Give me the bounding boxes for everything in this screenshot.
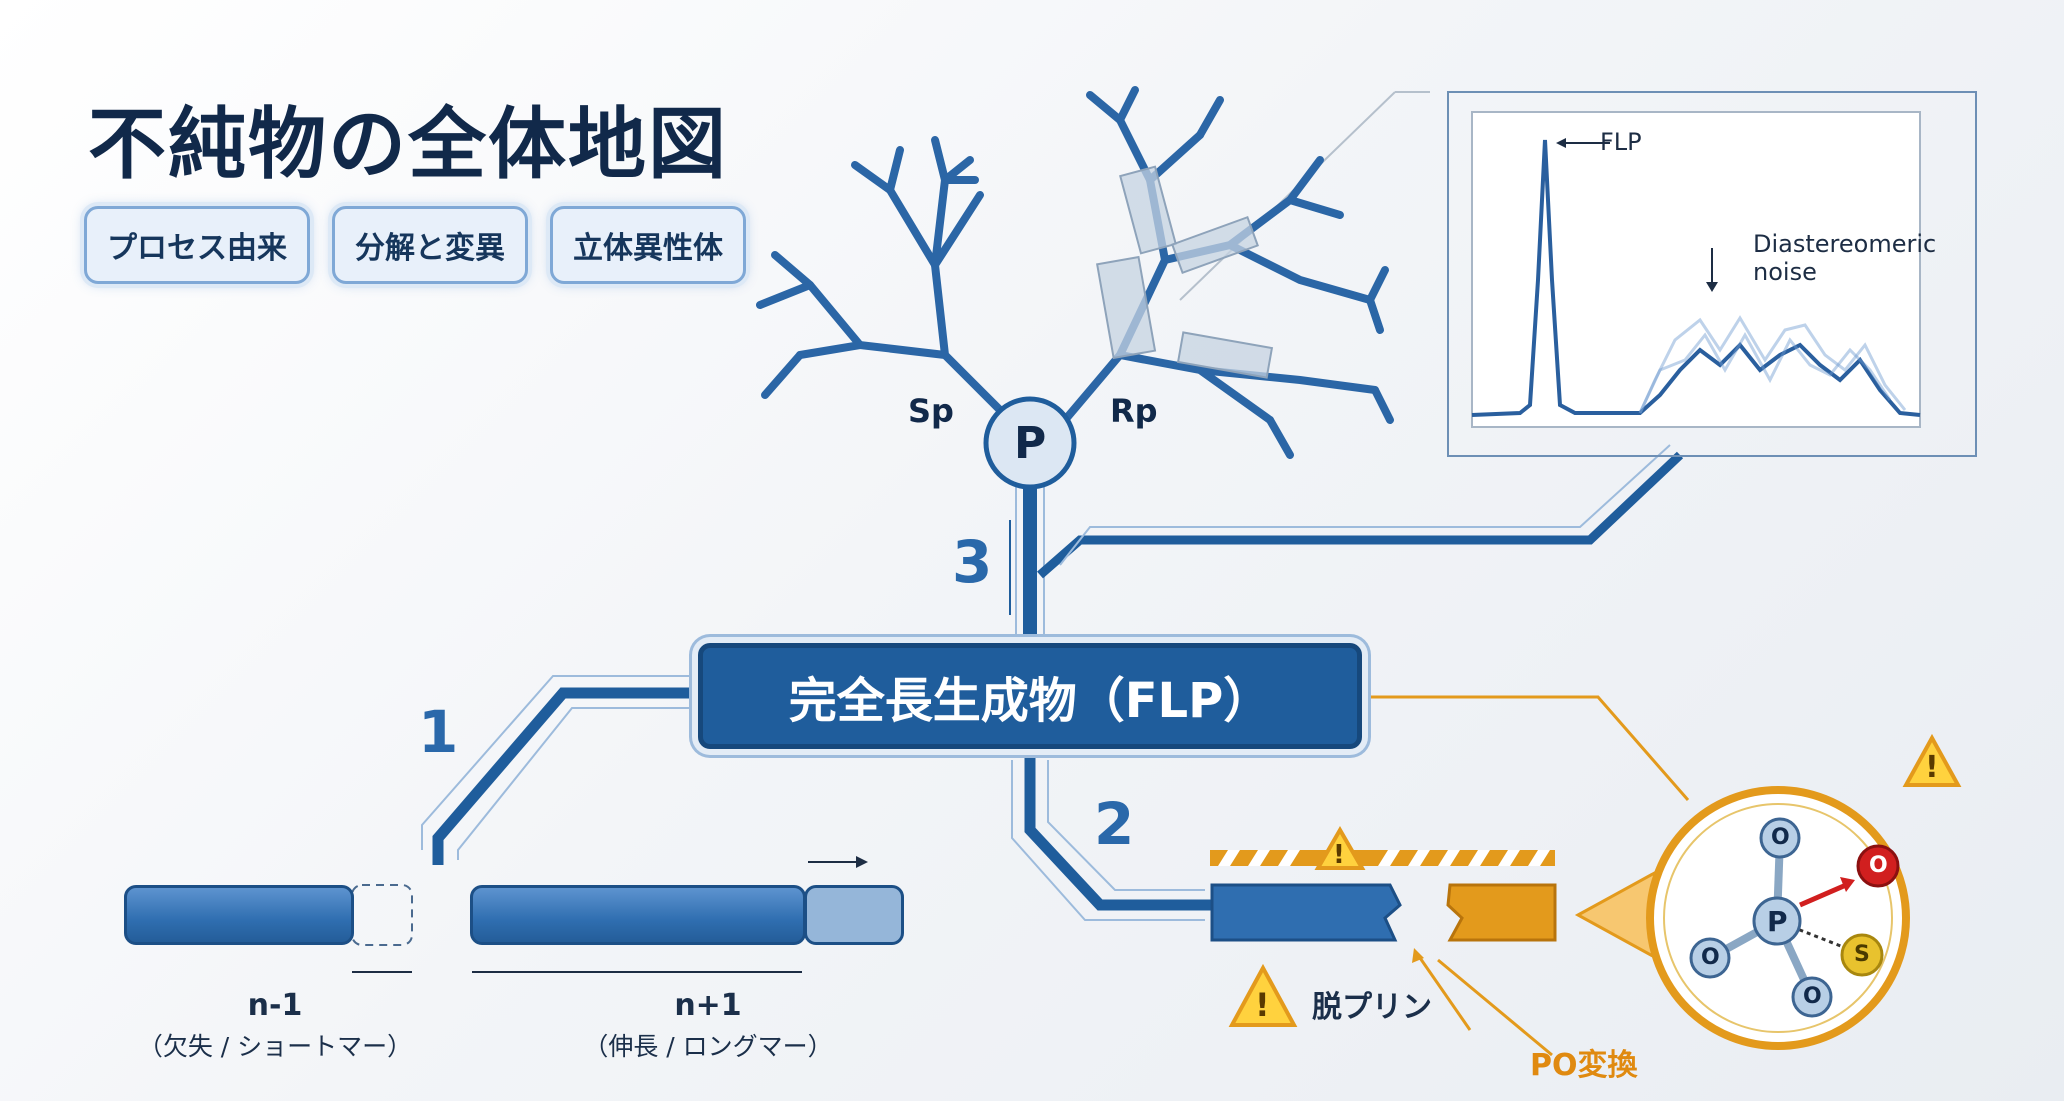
shortmer-bar	[124, 885, 354, 945]
stereo-label-sp: Sp	[908, 392, 954, 430]
chromatogram-noise-label-line2: noise	[1753, 258, 1817, 286]
chromatogram-frame	[1447, 91, 1977, 457]
phosphorus-node-circle	[983, 396, 1077, 490]
tag-group: プロセス由来 分解と変異 立体異性体	[84, 206, 746, 284]
chromatogram-noise	[1638, 315, 1907, 414]
po-conversion-label: PO変換	[1530, 1048, 1638, 1083]
stereo-label-rp: Rp	[1110, 392, 1158, 430]
sp-tree	[756, 136, 1014, 424]
broken-bar-blue	[1210, 883, 1402, 942]
rp-tree	[1061, 86, 1394, 459]
page-title: 不純物の全体地図	[88, 100, 729, 190]
warning-triangle-depurination	[1228, 963, 1298, 1027]
molecule-atom-circles	[1689, 817, 1900, 1018]
molecule-atom-o-bottom: O	[1803, 984, 1822, 1009]
longmer-bar	[470, 885, 806, 945]
warning-mark-molecule: !	[1925, 750, 1939, 785]
longmer-label-main: n+1	[674, 988, 742, 1023]
molecule-atom-p: P	[1767, 905, 1788, 938]
branch-number-3: 3	[952, 528, 993, 596]
molecule-atom-o-left: O	[1701, 945, 1720, 970]
flp-box: 完全長生成物（FLP）	[698, 643, 1362, 749]
tag-degradation[interactable]: 分解と変異	[332, 206, 528, 284]
tag-process[interactable]: プロセス由来	[84, 206, 310, 284]
branch-number-2: 2	[1094, 790, 1135, 858]
hazard-stripes	[1210, 850, 1555, 866]
shortmer-label: n-1 （欠失 / ショートマー）	[120, 988, 430, 1063]
molecule-atom-o-top: O	[1771, 825, 1790, 850]
shortmer-label-main: n-1	[247, 988, 303, 1023]
warning-mark-bar: !	[1333, 840, 1345, 870]
warning-mark-depurination: !	[1255, 986, 1270, 1024]
molecule-atom-s: S	[1854, 942, 1870, 967]
depurination-label: 脱プリン	[1312, 990, 1432, 1025]
shortmer-bar-missing-slot	[351, 884, 413, 946]
broken-bar-orange	[1446, 883, 1557, 942]
longmer-bar-extension	[804, 885, 904, 945]
rp-tree-highlight	[1095, 165, 1274, 379]
shortmer-label-sub: （欠失 / ショートマー）	[137, 1032, 413, 1061]
branch-number-1: 1	[418, 698, 459, 766]
longmer-label-sub: （伸長 / ロングマー）	[583, 1032, 833, 1061]
chromatogram-noise-label-line1: Diastereomeric	[1753, 230, 1937, 258]
warning-triangle-molecule	[1902, 733, 1962, 787]
warning-triangle-bar	[1314, 826, 1366, 870]
molecule-atom-o-red: O	[1869, 853, 1888, 878]
chromatogram-trace	[1471, 139, 1921, 417]
chromatogram-peak-label: FLP	[1600, 128, 1642, 156]
longmer-label: n+1 （伸長 / ロングマー）	[548, 988, 868, 1063]
tag-stereoisomer[interactable]: 立体異性体	[550, 206, 746, 284]
phosphorus-node-label: P	[1014, 418, 1047, 469]
